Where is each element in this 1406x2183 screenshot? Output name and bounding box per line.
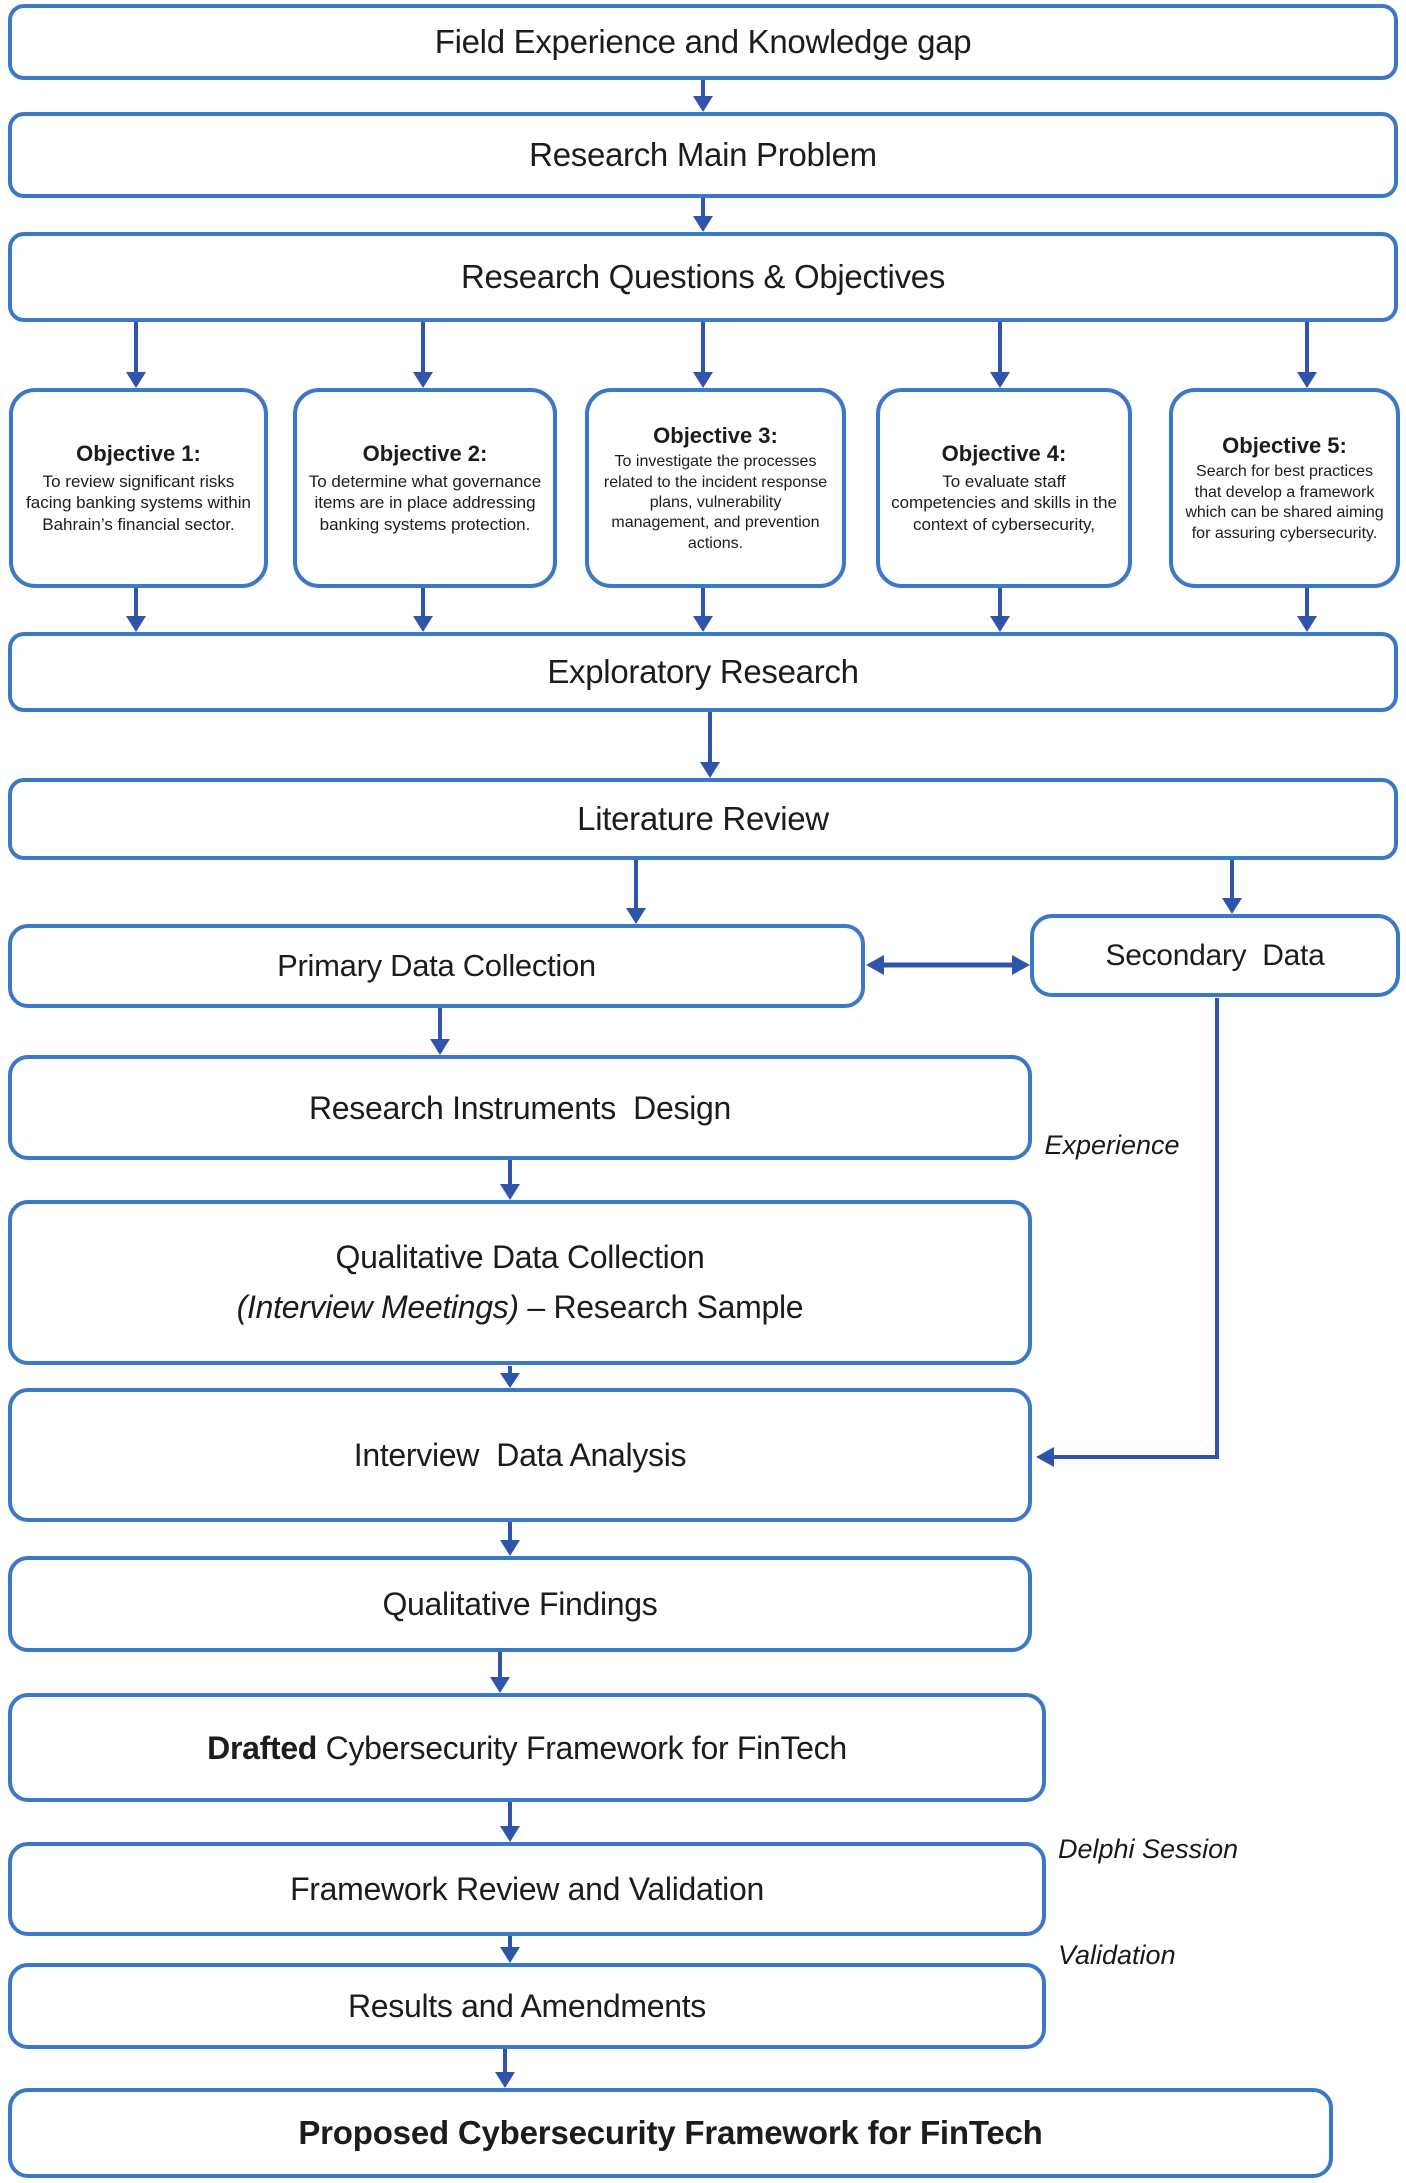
objective-5-body: Search for best practices that develop a…: [1185, 463, 1384, 542]
objective-3-title: Objective 3:: [653, 422, 778, 448]
box-primary-data-collection: Primary Data Collection: [8, 924, 865, 1008]
arrow-instruments-to-qualitative-collection: [500, 1160, 520, 1200]
arrow-field-to-main-problem: [693, 80, 713, 112]
interview-meetings-italic: (Interview Meetings): [236, 1288, 519, 1325]
label-experience: Experience: [1044, 1130, 1180, 1160]
box-results-and-amendments: Results and Amendments: [8, 1963, 1046, 2049]
framework-review-validation-label: Framework Review and Validation: [290, 1871, 764, 1907]
arrow-results-to-proposed: [495, 2049, 515, 2088]
drafted-bold-text: Drafted: [207, 1729, 318, 1766]
box-objective-2: Objective 2: To determine what governanc…: [293, 388, 557, 588]
research-main-problem-label: Research Main Problem: [529, 136, 877, 174]
arrow-qualitative-collection-to-interview-analysis: [500, 1366, 520, 1388]
arrow-questions-to-objective-4: [990, 322, 1010, 388]
objective-3-body: To investigate the processes related to …: [603, 453, 828, 552]
box-qualitative-findings: Qualitative Findings: [8, 1556, 1032, 1652]
research-instruments-design-label: Research Instruments Design: [308, 1089, 731, 1126]
research-sample-text: – Research Sample: [518, 1288, 804, 1325]
box-interview-data-analysis: Interview Data Analysis: [8, 1388, 1032, 1522]
box-proposed-framework: Proposed Cybersecurity Framework for Fin…: [8, 2088, 1333, 2178]
objective-2-body: To determine what governance items are i…: [308, 471, 542, 535]
secondary-data-label: Secondary Data: [1105, 938, 1325, 972]
box-exploratory-research: Exploratory Research: [8, 632, 1398, 712]
box-objective-1: Objective 1: To review significant risks…: [9, 388, 268, 588]
results-and-amendments-label: Results and Amendments: [347, 1988, 707, 2024]
arrow-literature-to-secondary: [1222, 860, 1242, 914]
arrow-objective-1-to-exploratory: [126, 588, 146, 632]
literature-review-label: Literature Review: [577, 800, 829, 838]
arrow-main-problem-to-questions: [693, 198, 713, 232]
arrow-questions-to-objective-3: [693, 322, 713, 388]
qualitative-data-collection-line1: Qualitative Data Collection: [335, 1238, 705, 1275]
arrow-review-to-results: [500, 1936, 520, 1963]
box-secondary-data: Secondary Data: [1030, 914, 1400, 997]
objective-1-title: Objective 1:: [76, 441, 201, 467]
arrow-interview-analysis-to-findings: [500, 1522, 520, 1556]
arrow-findings-to-drafted: [490, 1652, 510, 1693]
arrow-objective-4-to-exploratory: [990, 588, 1010, 632]
box-drafted-framework: Drafted Cybersecurity Framework for FinT…: [8, 1693, 1046, 1802]
arrow-questions-to-objective-5: [1297, 322, 1317, 388]
box-qualitative-data-collection: Qualitative Data Collection (Interview M…: [8, 1200, 1032, 1365]
arrow-objective-5-to-exploratory: [1297, 588, 1317, 632]
arrow-primary-to-instruments: [430, 1008, 450, 1055]
field-experience-label: Field Experience and Knowledge gap: [434, 23, 972, 61]
research-questions-label: Research Questions & Objectives: [460, 258, 946, 296]
box-research-main-problem: Research Main Problem: [8, 112, 1398, 198]
arrow-primary-secondary-bidirectional: [866, 955, 1030, 975]
arrow-objective-3-to-exploratory: [693, 588, 713, 632]
objective-2-title: Objective 2:: [362, 441, 488, 467]
proposed-framework-label: Proposed Cybersecurity Framework for Fin…: [298, 2114, 1043, 2152]
qualitative-data-collection-line2: (Interview Meetings) – Research Sample: [237, 1283, 804, 1333]
drafted-framework-label: Drafted Cybersecurity Framework for FinT…: [207, 1728, 847, 1768]
box-research-instruments-design: Research Instruments Design: [8, 1055, 1032, 1160]
box-objective-4: Objective 4: To evaluate staff competenc…: [876, 388, 1132, 588]
objective-4-title: Objective 4:: [941, 441, 1067, 467]
primary-data-collection-label: Primary Data Collection: [277, 947, 596, 983]
arrow-secondary-to-interview-analysis: [1036, 998, 1219, 1467]
objective-5-title: Objective 5:: [1222, 432, 1347, 458]
box-objective-3: Objective 3: To investigate the processe…: [585, 388, 846, 588]
arrow-objective-2-to-exploratory: [413, 588, 433, 632]
box-framework-review-validation: Framework Review and Validation: [8, 1842, 1046, 1936]
qualitative-findings-label: Qualitative Findings: [382, 1586, 658, 1622]
label-validation: Validation: [1058, 1940, 1176, 1970]
box-field-experience: Field Experience and Knowledge gap: [8, 4, 1398, 80]
arrow-drafted-to-review: [500, 1802, 520, 1842]
arrow-questions-to-objective-1: [126, 322, 146, 388]
label-delphi-session: Delphi Session: [1058, 1834, 1239, 1864]
objective-4-body: To evaluate staff competencies and skill…: [891, 471, 1117, 535]
arrow-questions-to-objective-2: [413, 322, 433, 388]
interview-data-analysis-label: Interview Data Analysis: [353, 1437, 687, 1473]
box-research-questions-objectives: Research Questions & Objectives: [8, 232, 1398, 322]
arrow-exploratory-to-literature: [700, 712, 720, 778]
box-objective-5: Objective 5: Search for best practices t…: [1169, 388, 1400, 588]
drafted-rest-text: Cybersecurity Framework for FinTech: [317, 1729, 848, 1766]
exploratory-research-label: Exploratory Research: [547, 653, 859, 691]
objective-1-body: To review significant risks facing banki…: [26, 471, 251, 535]
arrow-literature-to-primary: [626, 860, 646, 924]
box-literature-review: Literature Review: [8, 778, 1398, 860]
